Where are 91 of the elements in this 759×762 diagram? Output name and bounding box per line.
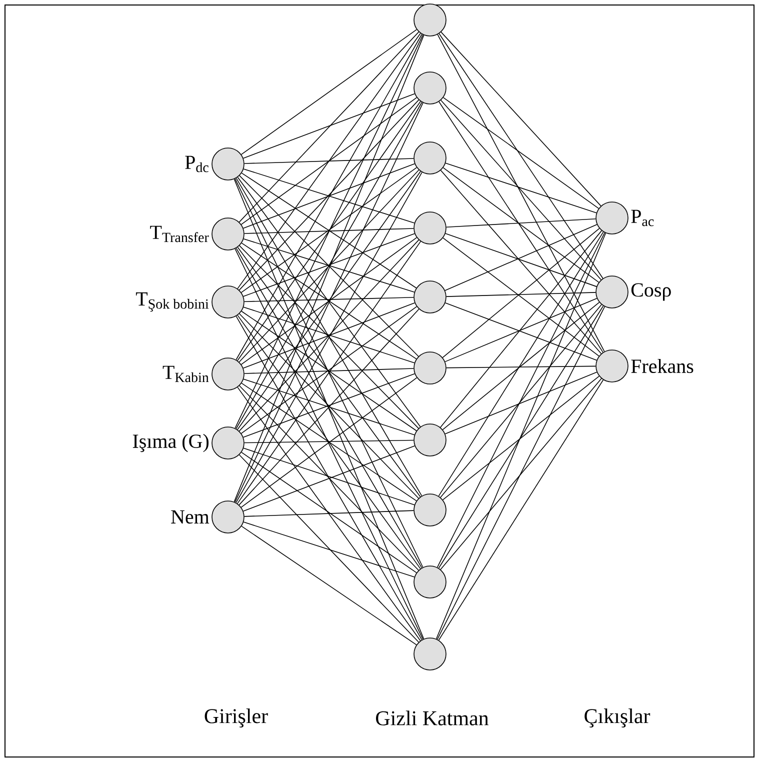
connection-line	[239, 385, 419, 571]
connection-line	[440, 378, 602, 570]
connection-line	[236, 102, 422, 430]
connection-line	[442, 302, 600, 430]
neuron-circle	[414, 4, 446, 36]
connection-line	[436, 232, 606, 568]
input-label: $\text{Işıma (G)}$	[132, 434, 209, 452]
input-label: $\text{Nem}$	[171, 510, 210, 524]
connection-line	[440, 32, 602, 206]
connection-line	[234, 102, 424, 503]
connection-line	[234, 34, 424, 502]
connection-line	[436, 232, 606, 640]
connection-line	[446, 218, 596, 228]
connection-line	[241, 526, 417, 646]
neuron-circle	[212, 286, 244, 318]
neuron-circle	[212, 218, 244, 250]
neuron-circle	[414, 352, 446, 384]
connection-line	[444, 372, 598, 434]
connection-line	[237, 32, 421, 290]
connection-line	[442, 376, 600, 500]
connection-line	[436, 306, 606, 640]
connection-line	[243, 306, 415, 364]
connection-line	[244, 297, 414, 302]
connection-line	[438, 379, 604, 641]
output-label: $\text{P}_{\text{ac}}$	[631, 210, 654, 226]
connection-line	[236, 248, 422, 568]
connection-line	[237, 101, 421, 361]
connection-line	[238, 100, 420, 290]
neuron-circle	[212, 358, 244, 390]
connection-line	[242, 163, 416, 229]
neuron-circle	[596, 276, 628, 308]
connection-line	[446, 292, 596, 297]
connection-line	[234, 178, 424, 568]
neuron-circle	[212, 148, 244, 180]
connection-line	[238, 32, 420, 222]
connection-line	[440, 100, 602, 280]
neuron-circle	[414, 72, 446, 104]
connection-line	[244, 510, 414, 517]
output-label: $\text{Cosρ}$	[631, 283, 671, 301]
neuron-circle	[212, 500, 244, 534]
neuron-circle	[414, 280, 446, 314]
neuron-circle	[596, 350, 628, 382]
neuron-circle	[414, 424, 446, 456]
connection-line	[442, 167, 600, 283]
connection-line	[440, 304, 602, 498]
connection-line	[244, 228, 414, 234]
connection-line	[244, 440, 414, 444]
connection-line	[238, 454, 420, 643]
connection-line	[243, 168, 415, 224]
input-label: $\text{T}_{\text{Kabin}}$	[162, 366, 209, 382]
connection-line	[244, 158, 414, 164]
neuron-circle	[414, 494, 446, 526]
connection-line	[237, 314, 421, 570]
neuron-circle	[212, 426, 244, 460]
connection-line	[241, 452, 417, 574]
connection-line	[445, 162, 597, 214]
connection-line	[445, 233, 597, 287]
connection-line	[236, 34, 422, 360]
connection-line	[237, 386, 421, 642]
connection-line	[446, 366, 596, 368]
connection-line	[234, 34, 424, 429]
input-label: $\text{T}_{\text{Transfer}}$	[150, 226, 209, 242]
connection-line	[243, 522, 415, 578]
connection-line	[240, 29, 418, 155]
connection-line	[437, 34, 605, 352]
connection-line	[234, 178, 424, 640]
connection-line	[444, 224, 598, 291]
connection-line	[438, 33, 604, 279]
connection-line	[442, 97, 600, 209]
layer-label: Çıkışlar	[584, 708, 650, 728]
neuron-circle	[596, 202, 628, 234]
connection-line	[438, 101, 604, 353]
neuron-circle	[414, 638, 446, 670]
input-label: $\text{P}_{\text{dc}}$	[185, 156, 208, 172]
neuron-circle	[414, 566, 446, 598]
connection-line	[440, 170, 602, 354]
connection-line	[240, 97, 418, 225]
connection-line	[234, 248, 424, 640]
connection-line	[440, 230, 602, 428]
connection-line	[242, 302, 416, 369]
connection-line	[236, 316, 422, 640]
layer-label: Girişler	[204, 708, 268, 728]
connection-line	[438, 306, 604, 569]
connection-line	[242, 93, 416, 159]
output-label: $\text{Frekans}$	[631, 358, 694, 374]
layer-label: Gizli Katman	[376, 710, 489, 726]
connection-line	[438, 232, 604, 496]
neuron-circle	[414, 142, 446, 174]
connection-line	[244, 368, 414, 374]
input-label: $\text{T}_{\text{Şok bobini}}$	[136, 292, 209, 312]
neuron-circle	[414, 212, 446, 244]
